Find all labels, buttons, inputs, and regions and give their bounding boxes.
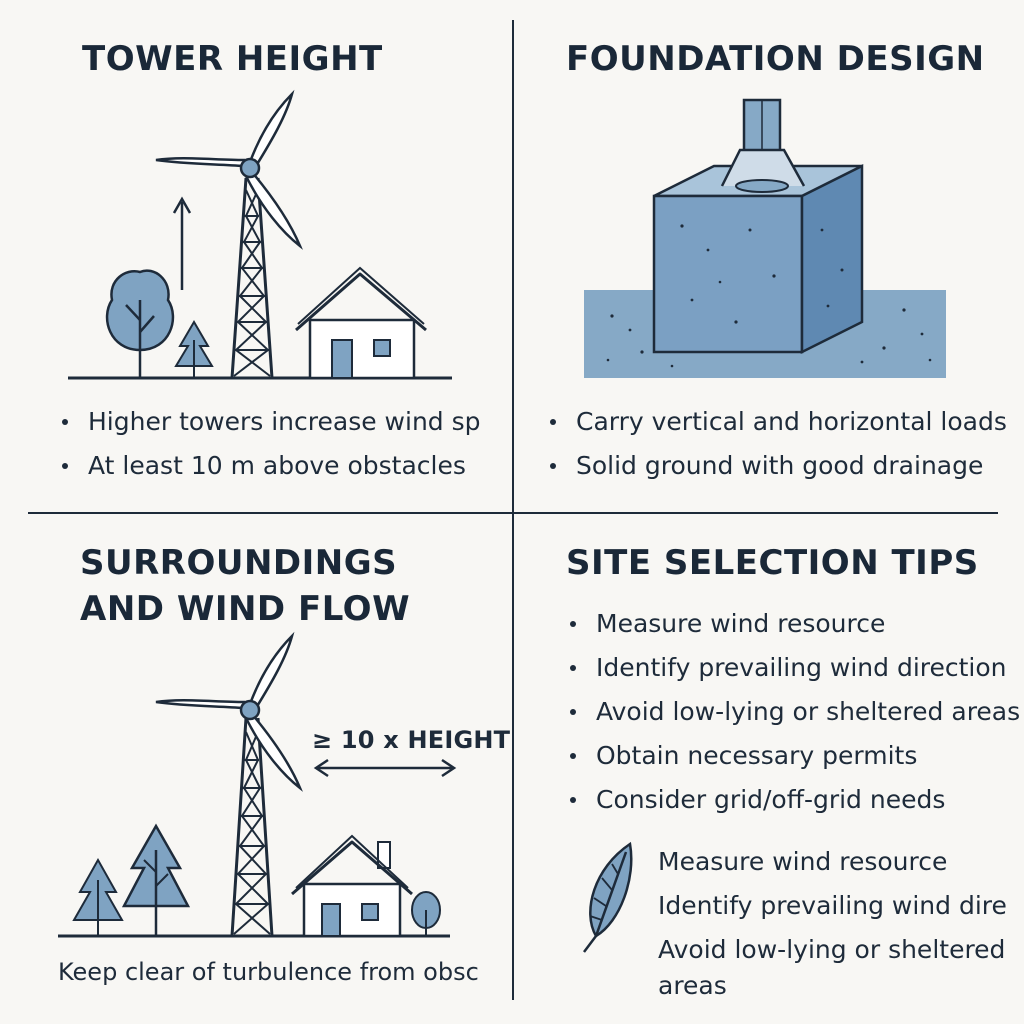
foundation-bullets: Carry vertical and horizontal loads Soli… <box>546 400 1007 488</box>
foundation-illustration <box>584 98 946 378</box>
surroundings-caption: Keep clear of turbulence from obsc <box>58 958 479 986</box>
bullet-item: Obtain necessary permits <box>566 734 1020 778</box>
site-selection-bullets: Measure wind resource Identify prevailin… <box>566 602 1020 822</box>
tower-pole-icon <box>720 98 806 193</box>
distance-label: ≥ 10 x HEIGHT <box>312 726 511 754</box>
tower-height-title: TOWER HEIGHT <box>82 39 383 79</box>
pine-tree-icon <box>174 320 214 378</box>
list-item: Avoid low-lying or sheltered areas <box>658 935 1006 1000</box>
tree-icon <box>411 891 441 936</box>
surroundings-illustration <box>58 631 457 938</box>
bullet-item: Higher towers increase wind sp <box>58 400 481 444</box>
leaf-icon <box>583 841 633 953</box>
double-arrow-icon <box>313 758 457 778</box>
bullet-item: Identify prevailing wind direction <box>566 646 1020 690</box>
list-item: Measure wind resource <box>658 847 948 876</box>
vertical-divider <box>512 20 514 1000</box>
house-icon <box>295 266 427 380</box>
bullet-item: Consider grid/off-grid needs <box>566 778 1020 822</box>
tree-icon <box>105 269 175 378</box>
wind-turbine-icon <box>155 631 303 937</box>
house-icon <box>291 834 413 938</box>
tower-height-bullets: Higher towers increase wind sp At least … <box>58 400 481 488</box>
bullet-item: At least 10 m above obstacles <box>58 444 481 488</box>
bullet-item: Measure wind resource <box>566 602 1020 646</box>
ground-speckles <box>606 308 932 368</box>
horizontal-divider <box>28 512 998 514</box>
bullet-item: Avoid low-lying or sheltered areas <box>566 690 1020 734</box>
arrow-up-icon <box>172 196 192 290</box>
surroundings-title-line2: AND WIND FLOW <box>80 589 411 629</box>
bullet-item: Solid ground with good drainage <box>546 444 1007 488</box>
pine-tree-icon <box>121 823 191 936</box>
list-item: Identify prevailing wind dire <box>658 891 1007 920</box>
tower-height-illustration <box>68 89 452 380</box>
concrete-foundation-icon <box>652 163 864 355</box>
bullet-item: Carry vertical and horizontal loads <box>546 400 1007 444</box>
site-selection-repeat-list: Measure wind resource Identify prevailin… <box>658 840 1008 1004</box>
wind-turbine-icon <box>155 89 303 379</box>
pine-tree-icon <box>72 857 124 936</box>
surroundings-title-line1: SURROUNDINGS <box>80 543 398 583</box>
foundation-design-title: FOUNDATION DESIGN <box>566 39 985 79</box>
site-selection-title: SITE SELECTION TIPS <box>566 543 979 583</box>
